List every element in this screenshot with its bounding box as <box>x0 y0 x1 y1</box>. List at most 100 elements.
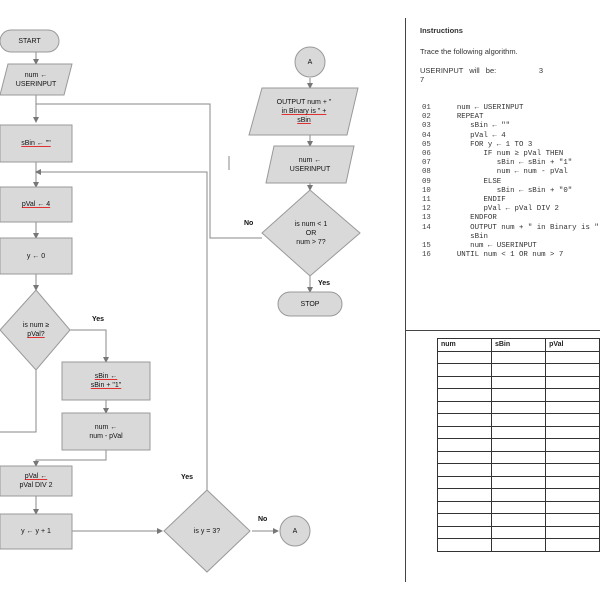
trace-cell[interactable] <box>437 438 492 452</box>
yes-label-stop: Yes <box>318 280 331 287</box>
code-line: 04 pVal ← 4 <box>422 132 600 141</box>
trace-cell[interactable] <box>490 500 547 514</box>
code-line-text: sBin <box>448 232 488 241</box>
input-num-parallelogram-2 <box>265 145 355 184</box>
init-sbin-box <box>0 124 73 163</box>
trace-cell[interactable] <box>490 488 547 502</box>
trace-cell[interactable] <box>545 425 600 439</box>
trace-row <box>437 413 600 427</box>
trace-row <box>437 538 600 552</box>
trace-cell[interactable] <box>545 463 600 477</box>
trace-cell[interactable] <box>490 363 547 377</box>
trace-cell[interactable] <box>545 513 600 527</box>
trace-cell[interactable] <box>545 525 600 539</box>
code-line-number: 11 <box>422 196 431 205</box>
code-line-text: ELSE <box>448 177 502 186</box>
vertical-divider <box>405 18 406 582</box>
trace-cell[interactable] <box>545 350 600 364</box>
no-label-y: No <box>258 516 268 523</box>
code-line: 09 ELSE <box>422 178 600 187</box>
trace-cell[interactable] <box>545 400 600 414</box>
code-line: 12 pVal ← pVal DIV 2 <box>422 205 600 214</box>
code-line: 08 num ← num - pVal <box>422 168 600 177</box>
trace-cell[interactable] <box>437 388 492 402</box>
code-line-number: 08 <box>422 168 431 177</box>
trace-cell[interactable] <box>490 525 547 539</box>
trace-cell[interactable] <box>437 400 492 414</box>
code-line-text: num ← num - pVal <box>448 168 568 177</box>
trace-cell[interactable] <box>545 438 600 452</box>
trace-cell[interactable] <box>545 388 600 402</box>
userinput-line: USERINPUT will be: 3 7 <box>420 66 600 84</box>
code-line-number: 03 <box>422 122 431 131</box>
code-line: 03 sBin ← "" <box>422 122 600 131</box>
decision-y-label: is y = 3? <box>193 527 221 535</box>
trace-row <box>437 350 600 364</box>
trace-cell[interactable] <box>490 475 547 489</box>
trace-cell[interactable] <box>437 525 492 539</box>
code-line-text: num ← USERINPUT <box>448 104 524 112</box>
input-num-parallelogram <box>0 63 73 96</box>
trace-cell[interactable] <box>490 375 547 389</box>
code-line-number: 06 <box>422 150 431 159</box>
trace-cell[interactable] <box>490 425 547 439</box>
trace-cell[interactable] <box>437 513 492 527</box>
trace-header-pval: pVal <box>545 338 600 352</box>
trace-cell[interactable] <box>490 413 547 427</box>
trace-cell[interactable] <box>437 425 492 439</box>
div-pval-label: pVal ←pVal DIV 2 <box>19 473 53 489</box>
trace-cell[interactable] <box>490 513 547 527</box>
code-line: 16 UNTIL num < 1 OR num > 7 <box>422 251 600 260</box>
trace-cell[interactable] <box>545 488 600 502</box>
decision-ge-label: is num ≥pVal? <box>22 322 50 338</box>
trace-row <box>437 450 600 464</box>
trace-cell[interactable] <box>490 400 547 414</box>
code-line-text: sBin ← sBin + "0" <box>448 186 573 195</box>
trace-cell[interactable] <box>545 450 600 464</box>
trace-cell[interactable] <box>437 463 492 477</box>
instructions-line: Trace the following algorithm. <box>420 47 518 56</box>
code-line: 11 ENDIF <box>422 196 600 205</box>
trace-cell[interactable] <box>437 475 492 489</box>
trace-row <box>437 525 600 539</box>
trace-cell[interactable] <box>437 375 492 389</box>
code-line-number: 10 <box>422 186 431 195</box>
trace-cell[interactable] <box>490 538 547 552</box>
trace-cell[interactable] <box>490 350 547 364</box>
trace-cell[interactable] <box>437 363 492 377</box>
trace-header-num: num <box>437 338 492 352</box>
inc-y-label: y ← y + 1 <box>21 528 51 535</box>
div-pval-box <box>0 465 73 497</box>
output-label: OUTPUT num + "in Binary is " +sBin <box>276 99 332 124</box>
init-pval-label: pVal ← 4 <box>21 201 51 208</box>
trace-cell[interactable] <box>545 363 600 377</box>
code-line-text: sBin ← sBin + "1" <box>448 159 573 168</box>
trace-row <box>437 400 600 414</box>
code-line: 14 OUTPUT num + " in Binary is " + <box>422 224 600 233</box>
code-line-text: ENDIF <box>448 196 506 205</box>
trace-cell[interactable] <box>437 488 492 502</box>
trace-cell[interactable] <box>490 388 547 402</box>
no-label-stop: No <box>244 220 254 227</box>
trace-cell[interactable] <box>490 438 547 452</box>
trace-cell[interactable] <box>437 413 492 427</box>
code-line-number: 16 <box>422 251 431 260</box>
trace-cell[interactable] <box>437 538 492 552</box>
stop-label: STOP <box>300 300 320 308</box>
trace-cell[interactable] <box>437 450 492 464</box>
trace-cell[interactable] <box>545 413 600 427</box>
trace-cell[interactable] <box>545 475 600 489</box>
code-line-number: 13 <box>422 214 431 223</box>
trace-cell[interactable] <box>490 463 547 477</box>
trace-cell[interactable] <box>437 500 492 514</box>
userinput-label: USERINPUT will be: <box>420 66 497 75</box>
trace-cell[interactable] <box>490 450 547 464</box>
code-line-text: pVal ← 4 <box>448 131 506 140</box>
code-line: 15 num ← USERINPUT <box>422 242 600 251</box>
code-line-text: REPEAT <box>448 113 484 122</box>
trace-cell[interactable] <box>545 375 600 389</box>
trace-cell[interactable] <box>545 500 600 514</box>
trace-cell[interactable] <box>545 538 600 552</box>
trace-cell[interactable] <box>437 350 492 364</box>
